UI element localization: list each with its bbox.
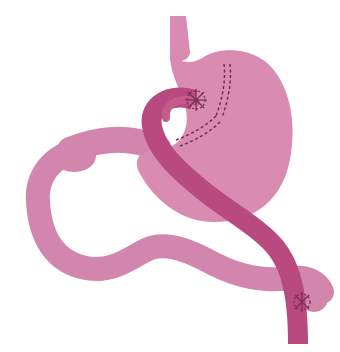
anastomosis-icon: [185, 89, 207, 111]
duodenum: [70, 140, 158, 150]
